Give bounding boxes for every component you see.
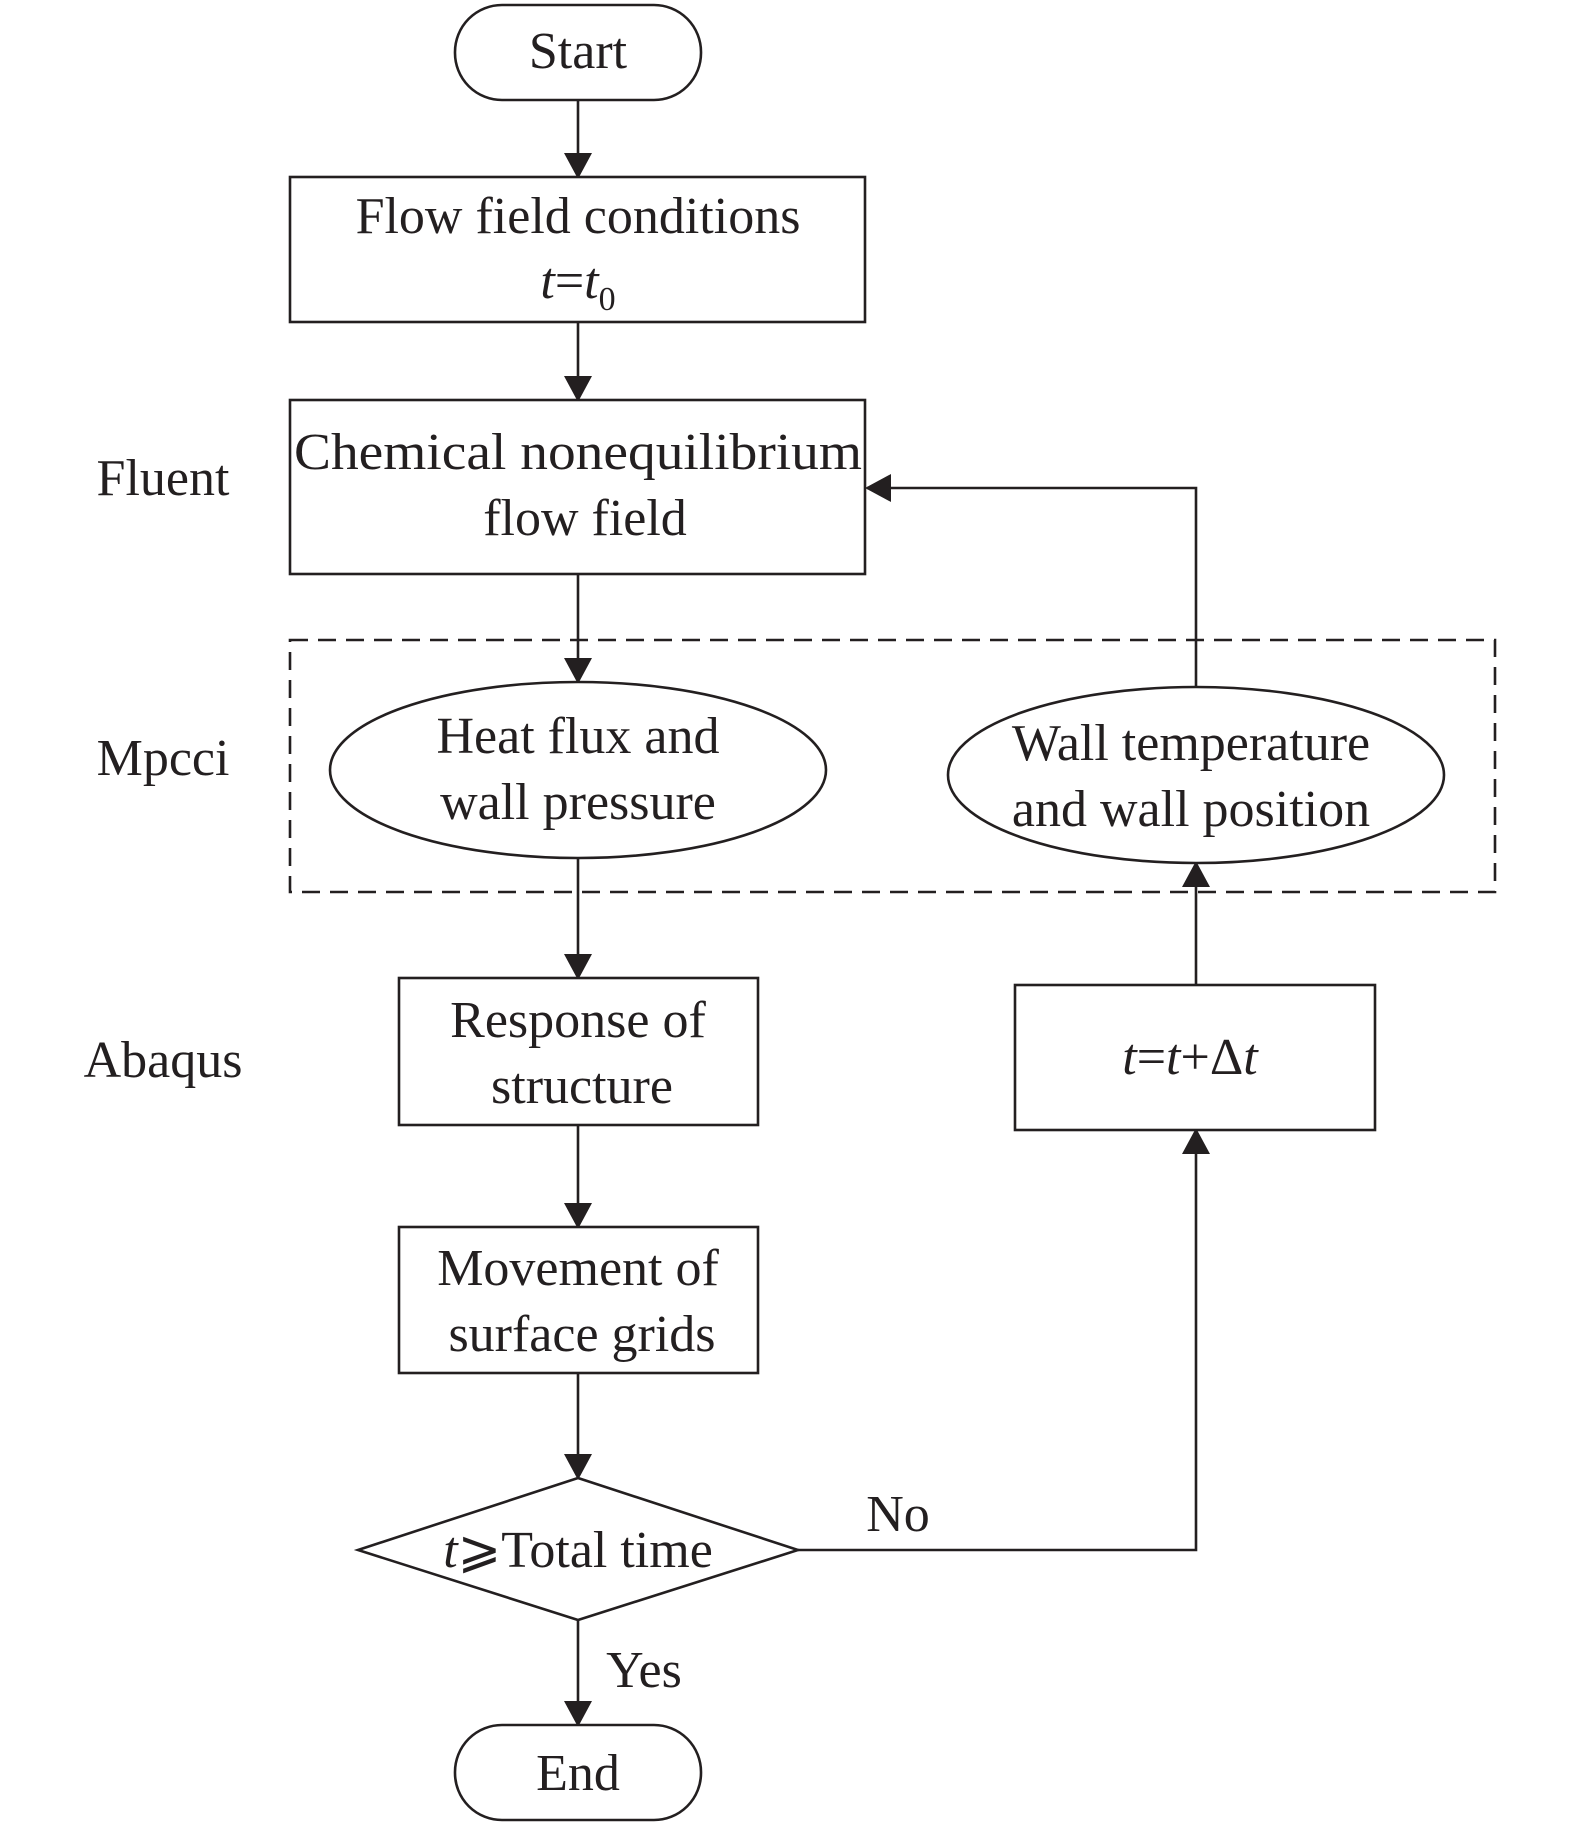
end-label: End [536,1745,620,1802]
movement-grids-line1: Movement of [437,1240,719,1297]
chemical-flow-field-line2: flow field [483,490,687,547]
no-branch-label: No [866,1486,930,1543]
stage-label-abaqus: Abaqus [84,1032,243,1089]
flow-field-conditions-label: Flow field conditions [356,188,801,245]
movement-grids-box [397,1225,760,1375]
response-structure-line2: structure [491,1058,673,1115]
mpcci-coupling-region [288,638,1497,894]
heat-flux-ellipse [328,680,828,860]
wall-temperature-line2: and wall position [1012,781,1370,838]
movement-grids-line2: surface grids [448,1306,715,1363]
chemical-flow-field-box [288,398,867,576]
start-terminator [453,3,703,102]
chemical-flow-field-line1: Chemical nonequilibrium [294,424,862,481]
stage-label-mpcci: Mpcci [97,730,230,787]
total-time-decision [353,1476,803,1622]
stage-label-fluent: Fluent [97,450,230,507]
heat-flux-line1: Heat flux and [436,708,719,765]
start-label: Start [529,23,628,80]
end-terminator [453,1723,703,1822]
total-time-condition: t⩾Total time [443,1522,713,1579]
heat-flux-line2: wall pressure [440,774,716,831]
response-structure-box [397,976,760,1127]
yes-branch-label: Yes [606,1642,682,1699]
time-step-box [1013,983,1377,1132]
flow-field-conditions-box [288,175,867,324]
arrow-walltemp-to-flowfield [865,474,1198,687]
initial-time-equation: t=t0 [540,253,615,318]
time-step-equation: t=t+Δt [1122,1029,1259,1086]
wall-temperature-line1: Wall temperature [1012,715,1370,772]
arrow-decision-no-to-timestep [798,1128,1210,1552]
response-structure-line1: Response of [450,992,706,1049]
wall-temperature-ellipse [946,685,1446,865]
